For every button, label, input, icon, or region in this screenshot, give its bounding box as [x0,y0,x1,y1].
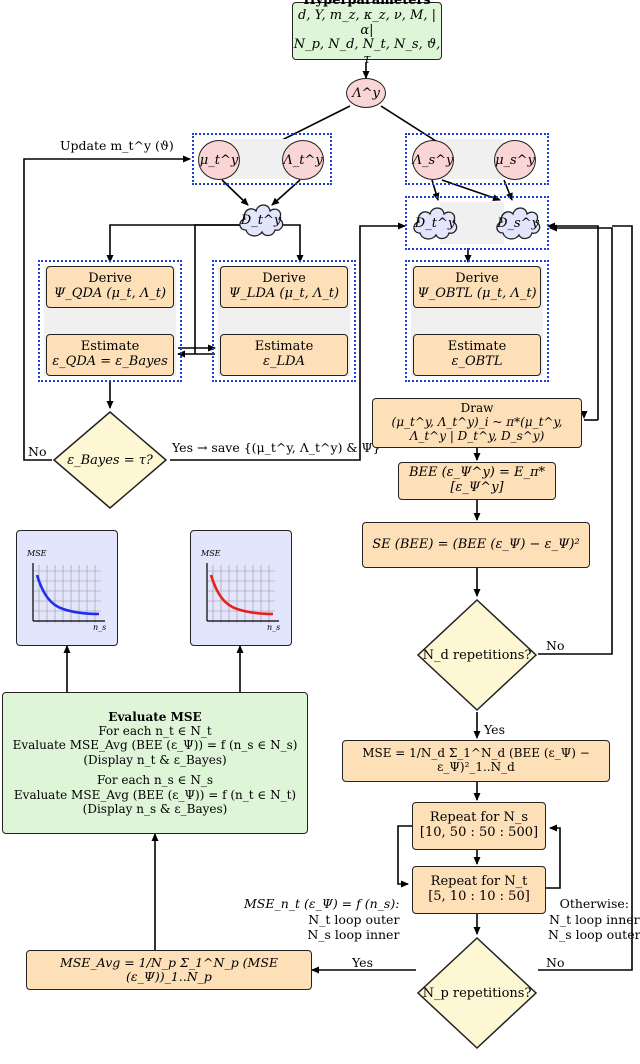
evaluate-line1: For each n_t ∈ N_t [98,724,212,739]
repeat-ns-box: Repeat for N_s [10, 50 : 50 : 500] [412,802,546,850]
decision-bayes-label: ε_Bayes = τ? [67,452,153,468]
plot-1-ylabel: MSE [27,549,47,558]
qda-estimate-fn: ε_QDA = ε_Bayes [52,354,168,369]
right-note: Otherwise: N_t loop inner N_s loop outer [548,896,640,943]
right-note-line3: N_s loop outer [548,927,640,943]
lda-group [212,260,356,382]
lda-estimate-fn: ε_LDA [263,354,305,369]
update-label: Update m_t^y (ϑ) [60,138,174,153]
draw-title: Draw [460,401,494,416]
evaluate-line3: (Display n_t & ε_Bayes) [83,752,227,767]
node-mu-t: μ_t^y [198,140,240,180]
hyperparameters-title: Hyperparameters [303,0,431,8]
node-d-s-label: D_s^y [497,215,539,231]
hyperparameters-line2: N_p, N_d, N_t, N_s, ϑ, τ [293,37,441,68]
obtl-derive-fn: Ψ_OBTL (μ_t, Λ_t) [417,286,537,301]
node-d-s-cloud: D_s^y [493,203,543,243]
node-lambda-s: Λ_s^y [412,140,454,180]
node-d-t2-label: D_t^y [414,215,456,231]
data-group [405,196,549,250]
obtl-estimate-box: Estimate ε_OBTL [413,334,541,376]
mse-plot-1: MSE n_s [16,530,118,646]
node-mu-s: μ_s^y [494,140,536,180]
se-box: SE (BEE) = (BEE (ε_Ψ) − ε_Ψ)² [362,522,590,568]
mse-plot-2: MSE n_s [190,530,292,646]
obtl-estimate-fn: ε_OBTL [451,354,503,369]
qda-estimate-title: Estimate [80,339,140,355]
obtl-group [405,260,549,382]
draw-box: Draw (μ_t^y, Λ_t^y)_i ~ π*(μ_t^y, Λ_t^y … [372,398,582,448]
evaluate-mse-box: Evaluate MSE For each n_t ∈ N_t Evaluate… [2,692,308,834]
node-d-t-label: D_t^y [240,212,282,228]
hyperparameters-line1: d, Y, m_z, κ_z, ν, M, |α| [298,7,436,38]
obtl-derive-title: Derive [455,271,499,287]
evaluate-title: Evaluate MSE [108,709,202,724]
lda-derive-title: Derive [262,271,306,287]
target-params-group [192,133,332,185]
mse-avg-formula: MSE_Avg = 1/N_p Σ_1^N_p (MSE (ε_Ψ))_1..N… [59,954,279,984]
repeat-nt-title: Repeat for N_t [430,874,528,890]
left-note-line2: N_t loop outer [308,911,400,927]
yes-label-3: Yes [352,955,373,970]
obtl-estimate-title: Estimate [447,339,507,355]
qda-estimate-box: Estimate ε_QDA = ε_Bayes [46,334,174,376]
right-note-line1: Otherwise: [559,896,629,911]
node-d-t2-cloud: D_t^y [410,203,460,243]
bee-formula: BEE (ε_Ψ^y) = E_π* [ε_Ψ^y] [408,465,546,495]
decision-nd: N_d repetitions? [416,598,538,712]
lda-estimate-title: Estimate [254,339,314,355]
qda-derive-title: Derive [88,271,132,287]
repeat-nt-range: [5, 10 : 10 : 50] [428,889,530,904]
draw-formula: (μ_t^y, Λ_t^y)_i ~ π*(μ_t^y, Λ_t^y | D_t… [391,415,563,443]
node-lambda-y: Λ^y [346,78,386,108]
decision-nd-label: N_d repetitions? [422,647,532,663]
node-lambda-s-label: Λ_s^y [412,152,454,168]
no-label-3: No [546,955,565,970]
obtl-derive-box: Derive Ψ_OBTL (μ_t, Λ_t) [413,266,541,308]
hyperparameters-box: Hyperparameters d, Y, m_z, κ_z, ν, M, |α… [292,0,442,67]
no-label-2: No [546,638,565,653]
qda-group [38,260,182,382]
plot-2-ylabel: MSE [201,549,221,558]
target-params-bg [230,139,290,179]
evaluate-line4: For each n_s ∈ N_s [96,773,214,788]
decision-np-label: N_p repetitions? [422,985,532,1001]
bee-box: BEE (ε_Ψ^y) = E_π* [ε_Ψ^y] [398,462,556,500]
node-mu-s-label: μ_s^y [495,152,535,168]
no-label-1: No [28,444,47,459]
repeat-ns-range: [10, 50 : 50 : 500] [419,825,539,840]
left-note: MSE_n_t (ε_Ψ) = f (n_s): N_t loop outer … [244,896,399,943]
node-lambda-t-label: Λ_t^y [283,152,323,168]
qda-derive-fn: Ψ_QDA (μ_t, Λ_t) [53,286,167,301]
lda-estimate-box: Estimate ε_LDA [220,334,348,376]
evaluate-line2: Evaluate MSE_Avg (BEE (ε_Ψ)) = f (n_s ∈ … [12,738,298,753]
node-lambda-t: Λ_t^y [282,140,324,180]
node-lambda-y-label: Λ^y [352,85,380,101]
lda-derive-fn: Ψ_LDA (μ_t, Λ_t) [228,286,340,301]
decision-np: N_p repetitions? [416,936,538,1050]
plot-1-xlabel: n_s [93,623,107,632]
repeat-ns-title: Repeat for N_s [429,810,529,826]
mse-box: MSE = 1/N_d Σ_1^N_d (BEE (ε_Ψ) − ε_Ψ)²_1… [342,740,610,782]
qda-derive-box: Derive Ψ_QDA (μ_t, Λ_t) [46,266,174,308]
plot-2-xlabel: n_s [267,623,281,632]
mse-formula: MSE = 1/N_d Σ_1^N_d (BEE (ε_Ψ) − ε_Ψ)²_1… [362,746,590,774]
yes-save-label: Yes → save {(μ_t^y, Λ_t^y) & Ψ} [172,440,381,455]
lda-derive-box: Derive Ψ_LDA (μ_t, Λ_t) [220,266,348,308]
source-params-group [405,133,549,185]
evaluate-line6: (Display n_s & ε_Bayes) [82,801,228,816]
node-d-t-cloud: D_t^y [236,200,286,240]
evaluate-line5: Evaluate MSE_Avg (BEE (ε_Ψ)) = f (n_t ∈ … [13,787,297,802]
right-note-line2: N_t loop inner [548,911,640,927]
yes-label-2: Yes [484,722,505,737]
se-formula: SE (BEE) = (BEE (ε_Ψ) − ε_Ψ)² [372,536,580,552]
mse-avg-box: MSE_Avg = 1/N_p Σ_1^N_p (MSE (ε_Ψ))_1..N… [26,950,312,990]
node-mu-t-label: μ_t^y [199,152,239,168]
decision-bayes: ε_Bayes = τ? [52,410,168,510]
left-note-line3: N_s loop inner [307,927,400,943]
left-note-line1: MSE_n_t (ε_Ψ) = f (n_s): [244,896,400,911]
repeat-nt-box: Repeat for N_t [5, 10 : 10 : 50] [412,866,546,914]
